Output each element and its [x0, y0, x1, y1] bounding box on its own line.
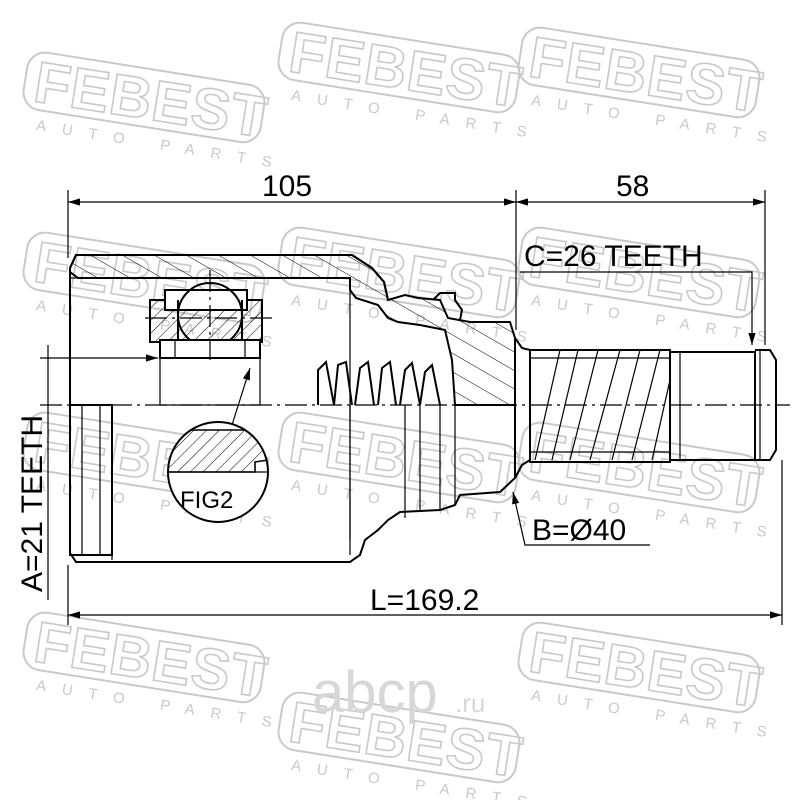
- febest-watermark: FEBEST AUTO PARTS: [277, 409, 544, 534]
- fig2-detail-callout: FIG2: [167, 421, 269, 523]
- housing-length-label: 105: [262, 170, 312, 203]
- svg-text:abcp: abcp: [312, 660, 438, 725]
- inner-spring-detail: [317, 359, 441, 406]
- febest-watermark: FEBEST AUTO PARTS: [517, 619, 784, 744]
- abcp-watermark: abcp .ru: [312, 660, 485, 725]
- watermark-layer: FEBEST AUTO PARTS FEBEST AUTO PARTS FEBE…: [22, 19, 784, 800]
- stub-shaft: [514, 337, 777, 479]
- febest-watermark: FEBEST AUTO PARTS: [22, 49, 289, 174]
- abs-diameter-label: B=Ø40: [532, 514, 626, 547]
- febest-watermark: FEBEST AUTO PARTS: [517, 24, 784, 149]
- svg-text:.ru: .ru: [455, 688, 485, 718]
- febest-watermark: FEBEST AUTO PARTS: [277, 19, 544, 144]
- fig2-label: FIG2: [180, 487, 233, 514]
- total-length-label: L=169.2: [370, 584, 479, 617]
- febest-watermark: FEBEST AUTO PARTS: [22, 609, 289, 734]
- shaft-length-label: 58: [616, 170, 649, 203]
- dimension-lines: [40, 190, 783, 625]
- tripod-cage-section: [145, 270, 275, 406]
- outer-teeth-label: C=26 TEETH: [524, 240, 703, 273]
- dimension-labels: 105 58 C=26 TEETH A=21 TEETH B=Ø40 L=169…: [16, 170, 703, 617]
- joint-housing: [69, 254, 516, 563]
- inner-teeth-label: A=21 TEETH: [16, 415, 49, 592]
